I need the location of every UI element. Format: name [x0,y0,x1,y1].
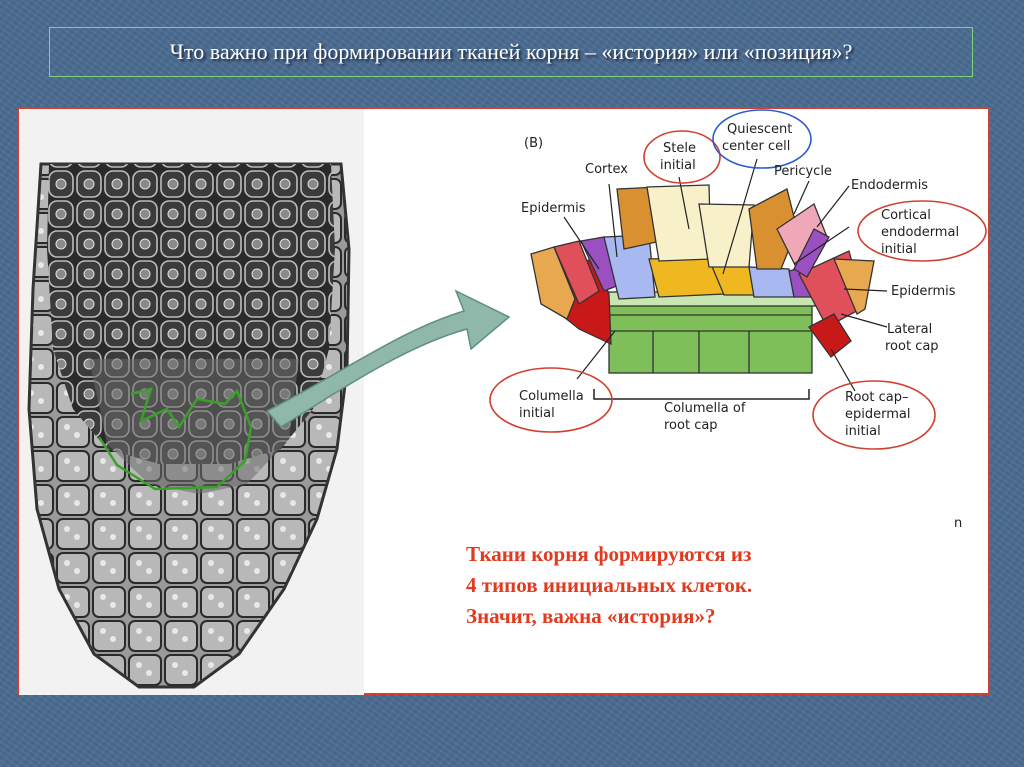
title-box: Что важно при формировании тканей корня … [49,27,973,77]
label-quiescent-1: Quiescent [727,122,792,137]
label-columella-initial-1: Columella [519,389,584,404]
label-rootcap-epi-3: initial [845,424,881,439]
label-lateral-2: root cap [885,339,939,354]
quiescent-circle [712,109,812,169]
label-circles [489,109,987,450]
caption: Ткани корня формируются из 4 типов иници… [466,539,936,632]
label-columella-initial-2: initial [519,406,555,421]
label-cortical-2: endodermal [881,225,959,240]
label-rootcap-epi-2: epidermal [845,407,910,422]
label-rootcap-epi-1: Root cap– [845,390,908,405]
columella-initial-circle [489,367,613,433]
label-cortex: Cortex [585,162,628,177]
label-quiescent-2: center cell [722,139,790,154]
content-panel: (B) Quiescent center cell Stele initial … [17,107,990,695]
label-columella-root-2: root cap [664,418,718,433]
stele-initial-circle [643,130,721,184]
arrow-icon [265,289,511,428]
panel-letter: (B) [524,136,543,151]
label-stele-2: initial [660,158,696,173]
cortical-initial-circle [857,200,987,262]
label-columella-root-1: Columella of [664,401,746,416]
label-cortical-1: Cortical [881,208,931,223]
slide-title: Что важно при формировании тканей корня … [169,39,853,64]
root-tip-figure: (B) Quiescent center cell Stele initial … [19,109,987,695]
caption-line-2: 4 типов инициальных клеток. [466,573,753,597]
diagram-labels: (B) Quiescent center cell Stele initial … [519,122,962,531]
caption-line-3: Значит, важна «история»? [466,604,716,628]
caption-line-1: Ткани корня формируются из [466,542,752,566]
label-epidermis-left: Epidermis [521,201,586,216]
rootcap-epidermal-circle [812,380,936,450]
label-endodermis: Endodermis [851,178,928,193]
label-epidermis-right: Epidermis [891,284,956,299]
label-stele-1: Stele [663,141,696,156]
label-lateral-1: Lateral [887,322,932,337]
stray-glyph: n [954,516,962,531]
label-pericycle: Pericycle [774,164,832,179]
root-initials-schematic [530,184,875,400]
label-cortical-3: initial [881,242,917,257]
